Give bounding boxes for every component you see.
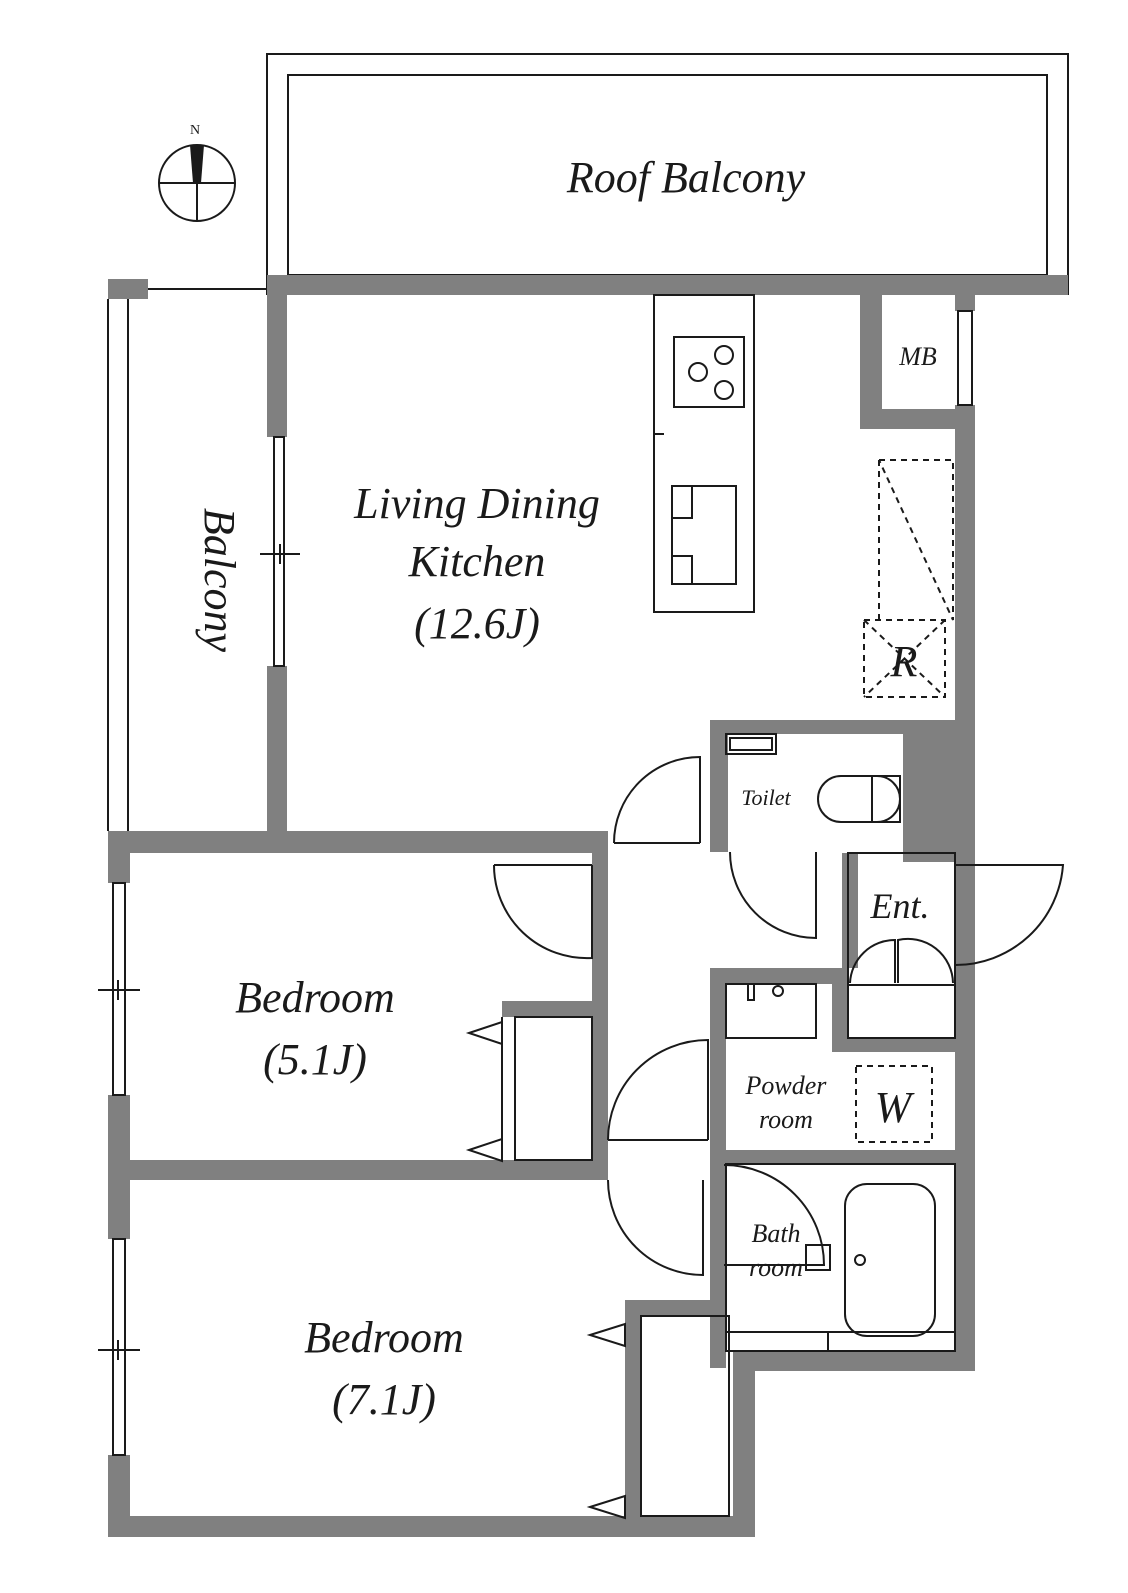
bedroom2-window bbox=[98, 1238, 140, 1456]
ldk-label-line1: Living Dining bbox=[353, 479, 600, 528]
washer-label: W bbox=[875, 1083, 915, 1132]
powder-room-fixtures bbox=[725, 983, 933, 1143]
bathroom-label-line2: room bbox=[749, 1253, 803, 1282]
compass: N bbox=[158, 123, 236, 222]
ldk-area: (12.6J) bbox=[414, 599, 540, 648]
bedroom1-label: Bedroom bbox=[235, 973, 395, 1022]
toilet-fixtures bbox=[725, 733, 901, 823]
vanity bbox=[725, 983, 817, 1039]
entrance-area bbox=[847, 852, 956, 1039]
ldk-window bbox=[260, 436, 300, 667]
stove bbox=[673, 336, 745, 408]
bedroom2-label: Bedroom bbox=[304, 1313, 464, 1362]
bathtub bbox=[844, 1183, 936, 1337]
balcony-label: Balcony bbox=[195, 508, 244, 653]
washer-space bbox=[855, 1065, 933, 1143]
powder-room-label-line1: Powder bbox=[745, 1071, 828, 1100]
balcony-area bbox=[107, 288, 267, 831]
sink bbox=[671, 485, 737, 585]
refrigerator-space bbox=[863, 459, 954, 698]
bedroom2-area: (7.1J) bbox=[332, 1375, 436, 1424]
doors bbox=[492, 755, 1065, 1277]
mb-window bbox=[957, 310, 973, 406]
walls bbox=[108, 275, 1068, 1537]
mb-label: MB bbox=[898, 342, 937, 371]
bedroom1-window bbox=[98, 882, 140, 1096]
kitchen-counter bbox=[653, 294, 755, 613]
burner-icon bbox=[714, 345, 734, 365]
burner-icon bbox=[714, 380, 734, 400]
entrance-label: Ent. bbox=[870, 886, 930, 926]
toilet-label: Toilet bbox=[741, 785, 791, 810]
bathroom-fixtures bbox=[725, 1163, 956, 1352]
powder-room-label-line2: room bbox=[759, 1105, 813, 1134]
roof-balcony-label: Roof Balcony bbox=[566, 153, 806, 202]
burner-icon bbox=[688, 362, 708, 382]
compass-north-label: N bbox=[190, 123, 200, 138]
compass-north-arrow bbox=[190, 145, 204, 183]
bedroom1-closet bbox=[465, 1016, 593, 1163]
bedroom1-area: (5.1J) bbox=[263, 1035, 367, 1084]
bathroom-label-line1: Bath bbox=[751, 1219, 800, 1248]
ldk-label-line2: Kitchen bbox=[408, 537, 546, 586]
bedroom2-closet bbox=[586, 1315, 730, 1520]
refrigerator-label: R bbox=[890, 637, 918, 686]
toilet-bowl bbox=[817, 775, 901, 823]
